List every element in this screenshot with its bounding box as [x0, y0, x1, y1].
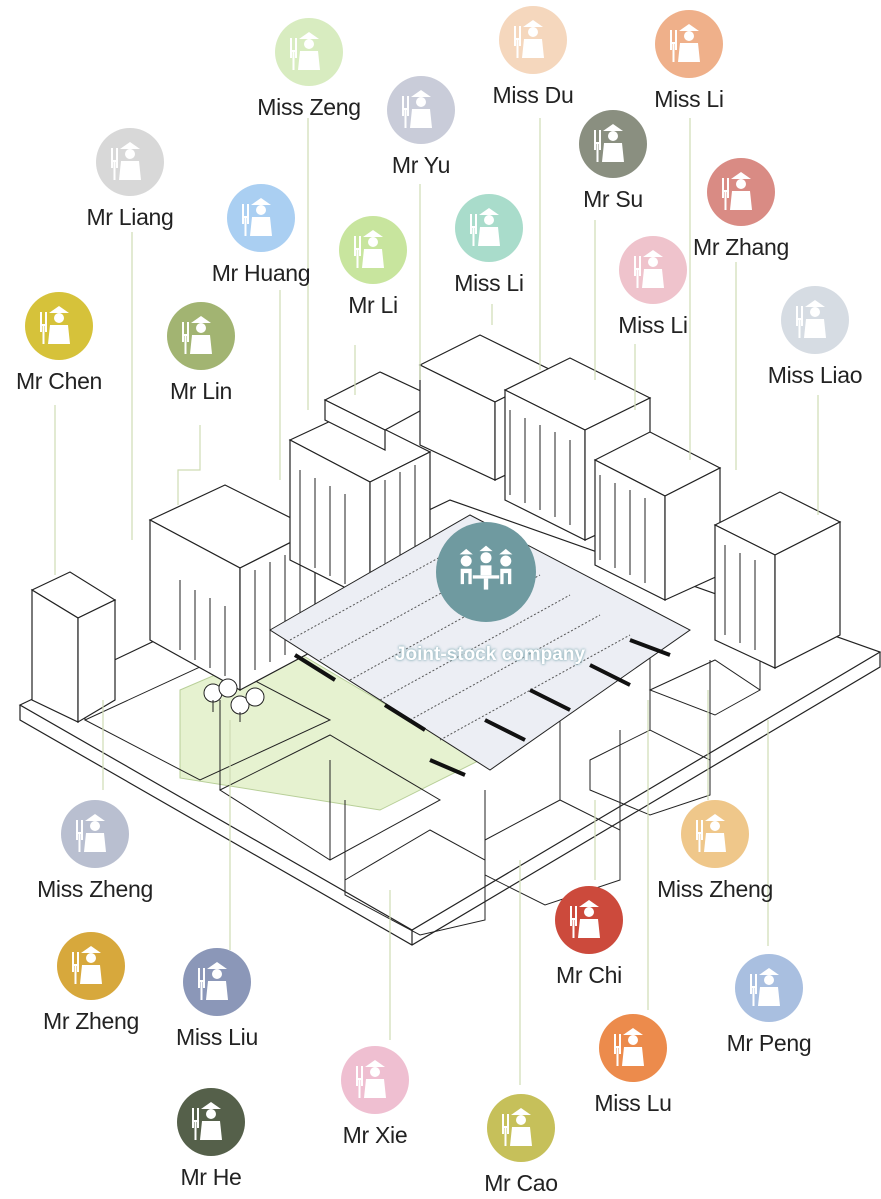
- farmer-icon: [499, 6, 567, 74]
- right-tower-block: [418, 334, 842, 669]
- farmer-icon: [57, 932, 125, 1000]
- person-name: Mr Lin: [169, 378, 233, 404]
- person-name: Mr Chi: [556, 962, 622, 988]
- farmer-icon: [707, 158, 775, 226]
- farmer-icon: [227, 184, 295, 252]
- person-name: Mr Peng: [726, 1030, 812, 1056]
- person-name: Miss Liu: [176, 1024, 258, 1050]
- farmer-icon: [781, 286, 849, 354]
- farmer-icon: [387, 76, 455, 144]
- farmer-icon: [487, 1094, 555, 1162]
- person-name: Mr Zheng: [42, 1008, 140, 1034]
- farmer-icon: [275, 18, 343, 86]
- farmer-icon: [339, 216, 407, 284]
- person-name: Mr Zhang: [692, 234, 790, 260]
- farmer-icon: [619, 236, 687, 304]
- person-name: Miss Du: [492, 82, 574, 108]
- farmer-icon: [599, 1014, 667, 1082]
- person-name: Miss Li: [654, 86, 724, 112]
- person-name: Miss Zheng: [657, 876, 773, 902]
- farmer-icon: [455, 194, 523, 262]
- person-name: Mr Su: [583, 186, 643, 212]
- left-windows: [179, 465, 416, 676]
- person-name: Mr He: [180, 1164, 242, 1190]
- person-name: Miss Lu: [594, 1090, 672, 1116]
- person-name: Miss Zheng: [37, 876, 153, 902]
- person-name: Mr Huang: [211, 260, 311, 286]
- person-name: Miss Li: [454, 270, 524, 296]
- person-name: Miss Zeng: [257, 94, 361, 120]
- plot-boxes: [83, 560, 761, 936]
- company-label: Joint-stock company: [394, 644, 586, 665]
- row-houses: [269, 514, 691, 777]
- farmer-icon: [341, 1046, 409, 1114]
- farmer-icon: [735, 954, 803, 1022]
- farmer-icon: [96, 128, 164, 196]
- person-name: Mr Yu: [391, 152, 451, 178]
- farmer-icon: [579, 110, 647, 178]
- meeting-table-icon: [459, 545, 513, 590]
- farmer-icon: [555, 886, 623, 954]
- left-tower-block: [30, 371, 442, 724]
- leader-lines: [54, 118, 819, 1085]
- person-name: Mr Chen: [15, 368, 103, 394]
- person-name: Mr Xie: [342, 1122, 408, 1148]
- farmer-icon: [681, 800, 749, 868]
- trees: [203, 678, 265, 722]
- farmer-icon: [61, 800, 129, 868]
- farmer-icon: [167, 302, 235, 370]
- person-name: Miss Liao: [767, 362, 863, 388]
- farmer-icon: [177, 1088, 245, 1156]
- right-windows: [509, 410, 756, 650]
- farmer-icon: [183, 948, 251, 1016]
- company-badge: [436, 522, 536, 622]
- person-name: Miss Li: [618, 312, 688, 338]
- person-name: Mr Cao: [484, 1170, 558, 1196]
- farmer-icon: [25, 292, 93, 360]
- farmer-icon: [655, 10, 723, 78]
- person-name: Mr Liang: [86, 204, 174, 230]
- person-name: Mr Li: [348, 292, 398, 318]
